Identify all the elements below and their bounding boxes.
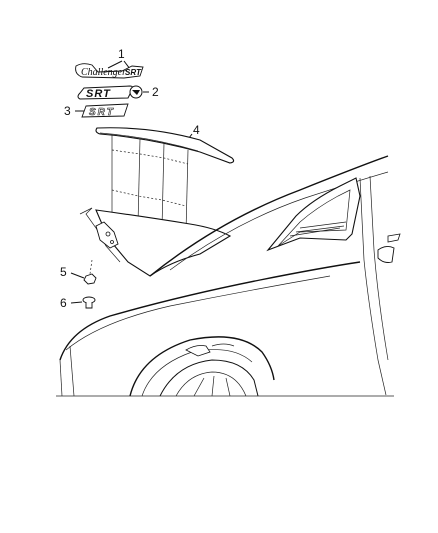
callout-5: 5 <box>60 265 67 279</box>
hinge-bolt-icon-2 <box>110 240 114 244</box>
callout-2: 2 <box>152 85 159 99</box>
spoiler-projection-line-2 <box>111 189 187 207</box>
challenger-emblem: 1 Challenger SRT <box>75 47 144 79</box>
leader-line-6 <box>70 301 83 304</box>
challenger-emblem-outline <box>75 63 144 79</box>
rear-bumper-edge <box>59 359 63 397</box>
nut-projection-line <box>89 259 93 275</box>
grommet-shank-icon <box>85 302 93 309</box>
callout-1: 1 <box>118 47 125 61</box>
srt-logo-mark-icon <box>132 90 140 95</box>
rear-spoiler: 4 <box>95 123 235 233</box>
srt-emblem: SRT 2 <box>77 85 159 100</box>
spoiler-stud-line-2 <box>137 138 141 225</box>
grommet-clip: 6 <box>60 296 96 310</box>
rear-bumper-edge-2 <box>69 345 75 397</box>
callout-3: 3 <box>64 104 71 118</box>
srt-nameplate: 3 SRT <box>64 103 129 118</box>
deck-lid-lip <box>79 207 93 215</box>
quarter-window-trim <box>295 221 347 233</box>
quarter-window <box>266 177 361 252</box>
srt-emblem-outline <box>77 85 134 100</box>
suspension-line <box>211 343 235 347</box>
roof-line <box>149 155 389 277</box>
callout-6: 6 <box>60 296 67 310</box>
srt-nameplate-text: SRT <box>89 107 115 118</box>
fender-top-line <box>59 261 361 361</box>
rear-wheel-spokes <box>193 375 231 397</box>
roof-inner-line <box>169 171 389 271</box>
deck-lid-hinge-edge <box>85 207 121 263</box>
spoiler-stud-line-3 <box>161 142 165 229</box>
leader-line-1a <box>107 60 123 69</box>
brake-caliper <box>185 345 211 357</box>
rear-wheel-rim <box>175 371 247 397</box>
fender-character-line <box>65 275 331 351</box>
door-handle <box>387 233 401 243</box>
challenger-emblem-text: Challenger <box>81 67 126 78</box>
spoiler-body <box>95 127 235 164</box>
side-mirror <box>377 245 395 263</box>
deck-lid-hinge <box>95 221 119 249</box>
deck-lid <box>79 207 232 277</box>
quarter-window-seal <box>289 227 341 237</box>
door-edge-line <box>359 177 387 396</box>
nut-icon <box>83 273 97 285</box>
srt-nameplate-outline <box>81 103 129 118</box>
spoiler-projection-line <box>111 149 189 165</box>
srt-emblem-text: SRT <box>86 88 111 100</box>
vehicle-body <box>56 155 401 397</box>
nut: 5 <box>60 259 97 285</box>
wheel-arch <box>129 336 275 397</box>
leader-line-5 <box>70 272 85 279</box>
spoiler-stud-line-4 <box>185 149 189 233</box>
callout-4: 4 <box>193 123 200 137</box>
hinge-bolt-icon <box>105 231 111 237</box>
challenger-emblem-suffix: SRT <box>125 68 142 77</box>
quarter-window-inner <box>277 189 351 247</box>
door-edge-line-2 <box>369 175 389 361</box>
spoiler-edge-line <box>99 132 199 152</box>
rear-wheel <box>159 359 259 397</box>
